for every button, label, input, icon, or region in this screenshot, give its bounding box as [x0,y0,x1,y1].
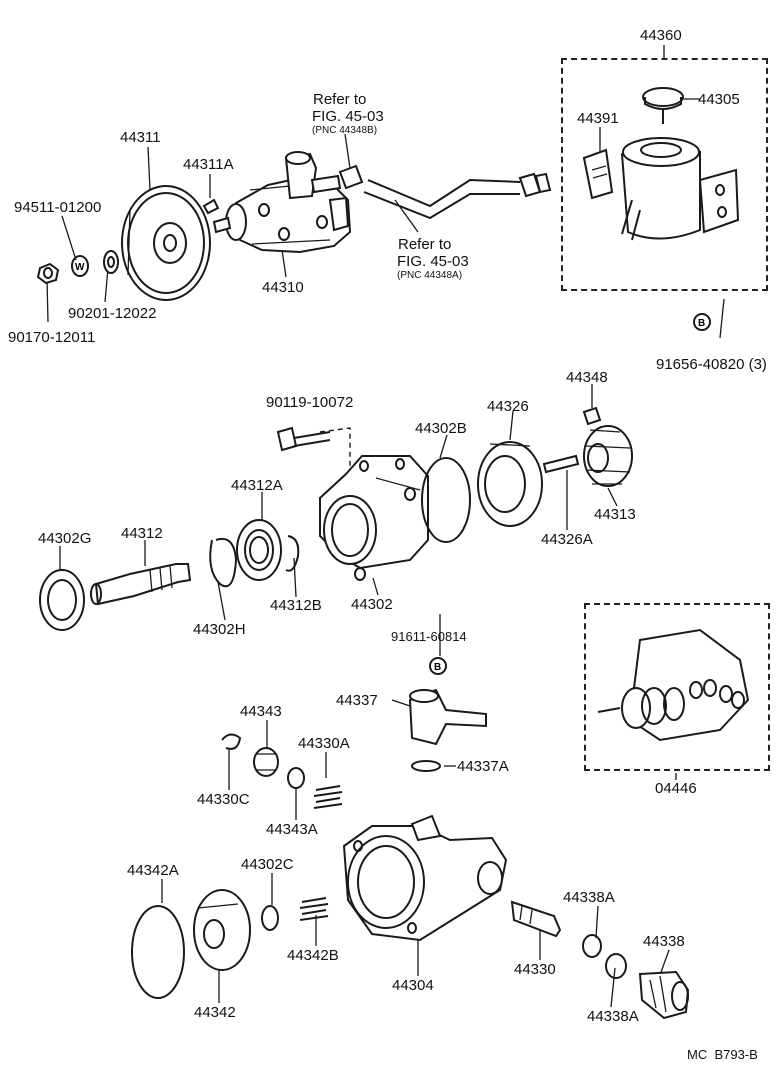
label-44305: 44305 [698,91,740,108]
ref-note-1-line3: (PNC 44348B) [312,125,378,136]
label-91656-40820: 91656-40820 (3) [656,356,767,373]
oring-44337A [411,760,441,772]
svg-text:B: B [698,318,705,329]
snap-ring-44312B [285,535,300,572]
bolt-symbol-91656: B [693,313,711,331]
label-44302B: 44302B [415,420,467,437]
label-44310: 44310 [262,279,304,296]
shaft-44312 [90,563,192,606]
label-44338A-lower: 44338A [587,1008,639,1025]
label-44326: 44326 [487,398,529,415]
label-44342: 44342 [194,1004,236,1021]
ref-note-2-line2: FIG. 45-03 [397,253,469,270]
label-44313: 44313 [594,506,636,523]
label-44312B: 44312B [270,597,322,614]
ref-note-1-line2: FIG. 45-03 [312,108,384,125]
label-44338: 44338 [643,933,685,950]
kit-box-44360 [561,58,768,291]
pump-assembly-44310 [212,151,352,254]
nut-90170 [36,262,60,285]
gasket-kit-04446 [597,628,750,742]
footer-code: MC B793-B [687,1047,758,1062]
snap-ring-44302H [209,538,238,588]
label-44360: 44360 [640,27,682,44]
fitting-44338 [638,970,690,1020]
label-44342B: 44342B [287,947,339,964]
label-44337: 44337 [336,692,378,709]
valve-44330 [510,900,562,938]
label-90201-12022: 90201-12022 [68,305,157,322]
label-44312: 44312 [121,525,163,542]
oring-44302C [261,905,279,931]
kit-box-04446 [584,603,770,771]
plug-44343 [253,747,279,777]
svg-text:W: W [75,262,85,273]
ref-note-2-line3: (PNC 44348A) [397,270,463,281]
label-90119-10072: 90119-10072 [266,394,354,411]
oring-44338A-upper [582,934,602,958]
ref-note-2-line1: Refer to [398,236,452,253]
spring-44342B [299,897,329,921]
cam-ring-44326 [477,441,543,527]
label-44302C: 44302C [241,856,294,873]
label-44343A: 44343A [266,821,318,838]
pin-44326A [542,454,580,474]
ref-note-1-line1: Refer to [313,91,367,108]
label-44312A: 44312A [231,477,283,494]
label-44326A: 44326A [541,531,593,548]
reservoir-44360 [582,87,740,241]
bolt-90119 [276,426,331,452]
svg-text:B: B [434,662,441,673]
label-04446: 04446 [655,780,697,797]
label-44311A: 44311A [183,156,234,173]
key-44311A [202,198,220,215]
label-44343: 44343 [240,703,282,720]
vane-44348 [582,406,602,426]
bolt-symbol-91611: B [429,657,447,675]
label-44304: 44304 [392,977,434,994]
body-44304 [342,814,508,942]
label-44338A-upper: 44338A [563,889,615,906]
label-44302H: 44302H [193,621,246,638]
label-44330A: 44330A [298,735,350,752]
label-44330: 44330 [514,961,556,978]
spring-44330A [313,785,343,809]
washer-94511: W [71,255,89,277]
bearing-44312A [236,519,282,581]
hose-ref-44348 [338,164,552,220]
label-91611-60814: 91611-60814 [391,629,467,644]
label-94511-01200: 94511-01200 [14,199,102,216]
oil-seal-44302G [39,569,85,631]
label-44391: 44391 [577,110,619,127]
housing-44302 [319,455,429,581]
pulley-44311 [121,185,211,301]
label-44348: 44348 [566,369,608,386]
oring-44343A [287,767,305,789]
oring-44342A [131,905,185,999]
oring-44302B [421,457,471,543]
clip-44330C [221,733,242,750]
label-90170-12011: 90170-12011 [8,329,96,346]
label-44337A: 44337A [457,758,509,775]
rotor-44313 [583,425,633,487]
label-44302G: 44302G [38,530,92,547]
label-44302: 44302 [351,596,393,613]
label-44311: 44311 [120,129,161,146]
label-44330C: 44330C [197,791,250,808]
oring-44338A-lower [605,953,627,979]
union-44337 [408,688,487,746]
label-44342A: 44342A [127,862,179,879]
washer-90201 [103,250,119,274]
side-plate-44342 [193,889,251,971]
